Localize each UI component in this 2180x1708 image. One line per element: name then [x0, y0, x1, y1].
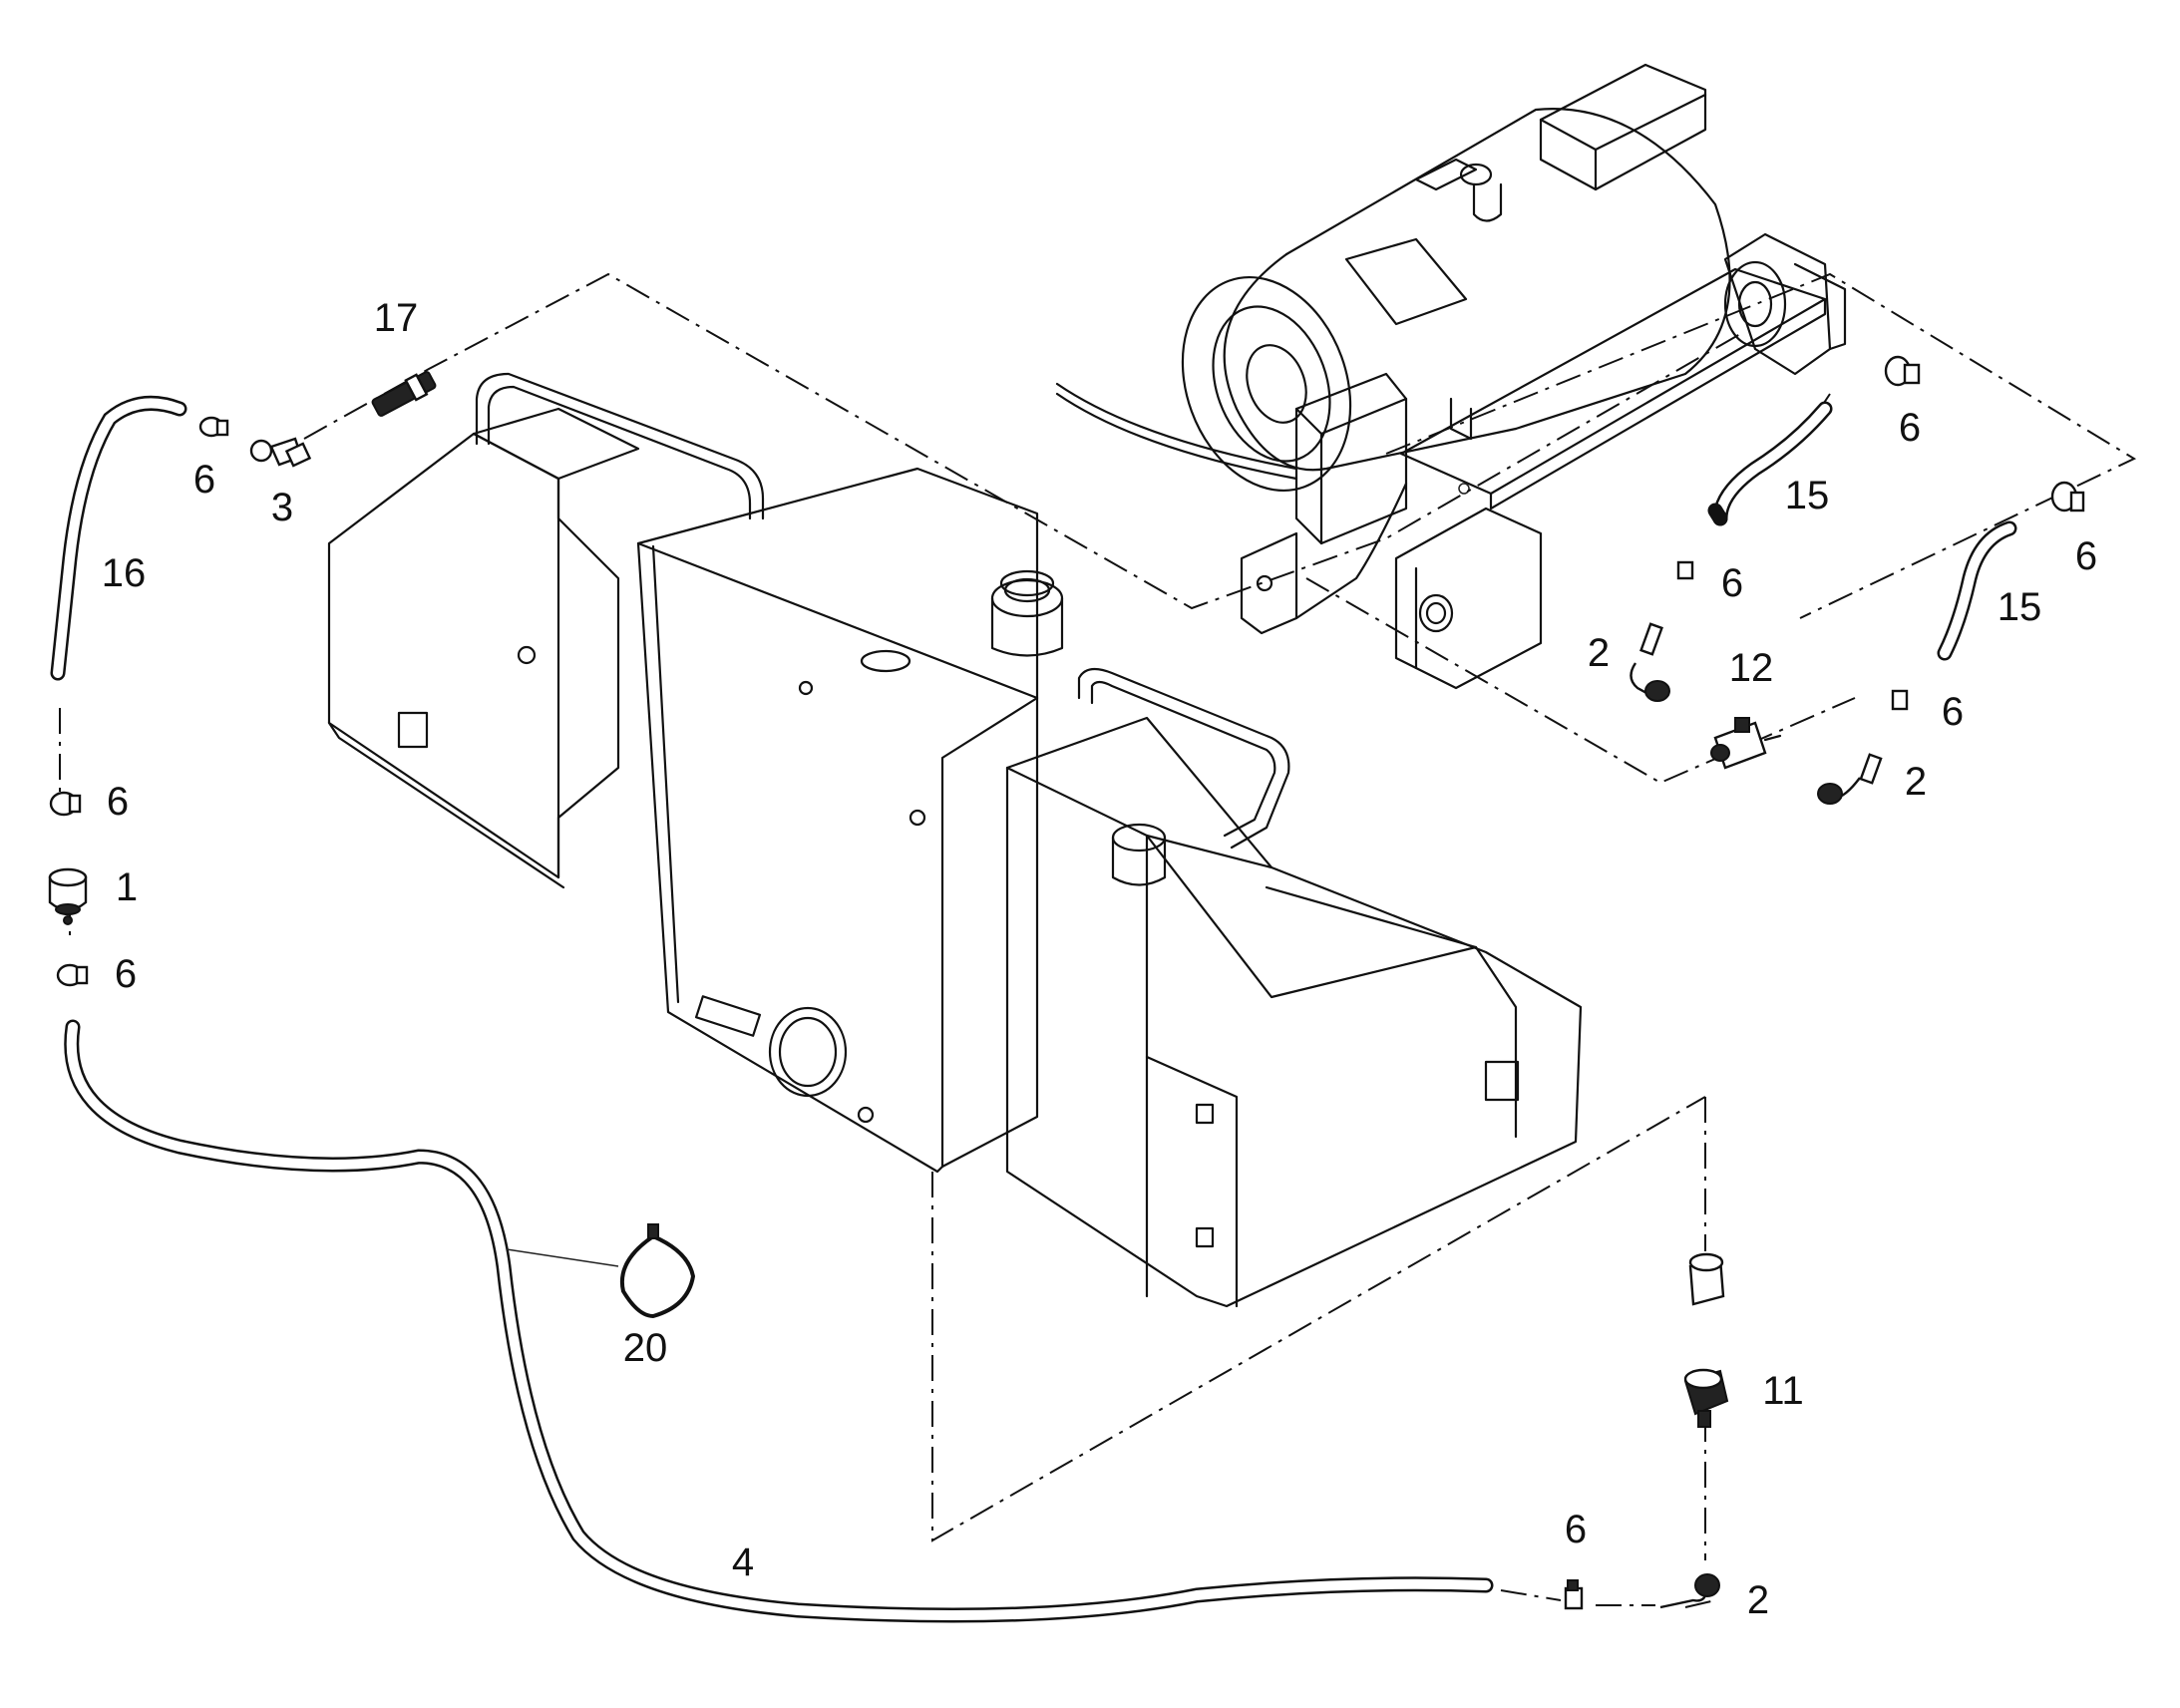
callout-6-filter-top: 6 — [107, 780, 129, 824]
fuel-filter-1-icon — [48, 867, 88, 925]
callout-6-bottom: 6 — [1565, 1508, 1587, 1551]
fuel-tank-assembly — [327, 372, 1583, 1308]
callout-20: 20 — [623, 1326, 668, 1370]
callout-1: 1 — [116, 865, 138, 909]
clamp-6-icon-mid-b — [1891, 689, 1909, 711]
callout-15-a: 15 — [1785, 474, 1830, 517]
clamp-6-icon-mid-a — [1676, 560, 1694, 580]
small-parts — [48, 355, 2085, 1610]
callout-11: 11 — [1762, 1369, 1804, 1413]
callout-6-mid-b: 6 — [1942, 690, 1964, 734]
callout-4: 4 — [732, 1540, 754, 1584]
clamp-6-icon-pump-a — [1884, 355, 1921, 387]
fitting-17-icon — [371, 371, 437, 417]
callout-2-bottom: 2 — [1747, 1578, 1769, 1622]
callout-17: 17 — [374, 296, 419, 340]
callout-6-filter-bottom: 6 — [115, 952, 137, 996]
adapter-fitting-icon — [1688, 1252, 1725, 1306]
callout-labels: 17 6 3 16 6 1 6 20 4 6 2 11 6 15 6 15 6 … — [102, 296, 2097, 1622]
tee-fitting-12-icon — [1710, 717, 1782, 770]
fitting-11-icon — [1683, 1368, 1729, 1428]
clamp-6-icon-filter-top — [49, 791, 82, 817]
callout-12: 12 — [1729, 646, 1774, 690]
clamp-6-icon-filter-bottom — [56, 963, 89, 987]
callout-6-pump-b: 6 — [2075, 534, 2097, 578]
clamp-6-icon-bottom — [1564, 1579, 1584, 1610]
clamp-6-icon-pump-b — [2050, 481, 2085, 512]
callout-15-b: 15 — [1998, 585, 2042, 629]
hose-clamp-20-icon — [619, 1223, 695, 1318]
pump-motor-assembly — [1055, 63, 1847, 690]
callout-6-hose16-top: 6 — [193, 458, 215, 502]
assembly-guide-lines — [59, 272, 2137, 1608]
callout-2-right: 2 — [1905, 760, 1927, 804]
elbow-2-icon-left — [1630, 622, 1670, 702]
callout-16: 16 — [102, 551, 147, 595]
callout-2-left: 2 — [1588, 631, 1610, 675]
elbow-2-icon-bottom — [1659, 1573, 1720, 1609]
callout-6-pump-a: 6 — [1899, 406, 1921, 450]
clamp-20-leader — [506, 1248, 619, 1267]
hoses — [50, 395, 2017, 1623]
elbow-3-icon — [249, 437, 312, 468]
callout-3: 3 — [271, 486, 293, 529]
hose-4 — [64, 1019, 1494, 1623]
callout-6-mid-a: 6 — [1721, 561, 1743, 605]
clamp-6-icon — [198, 416, 229, 438]
elbow-2-icon-right — [1817, 753, 1883, 805]
